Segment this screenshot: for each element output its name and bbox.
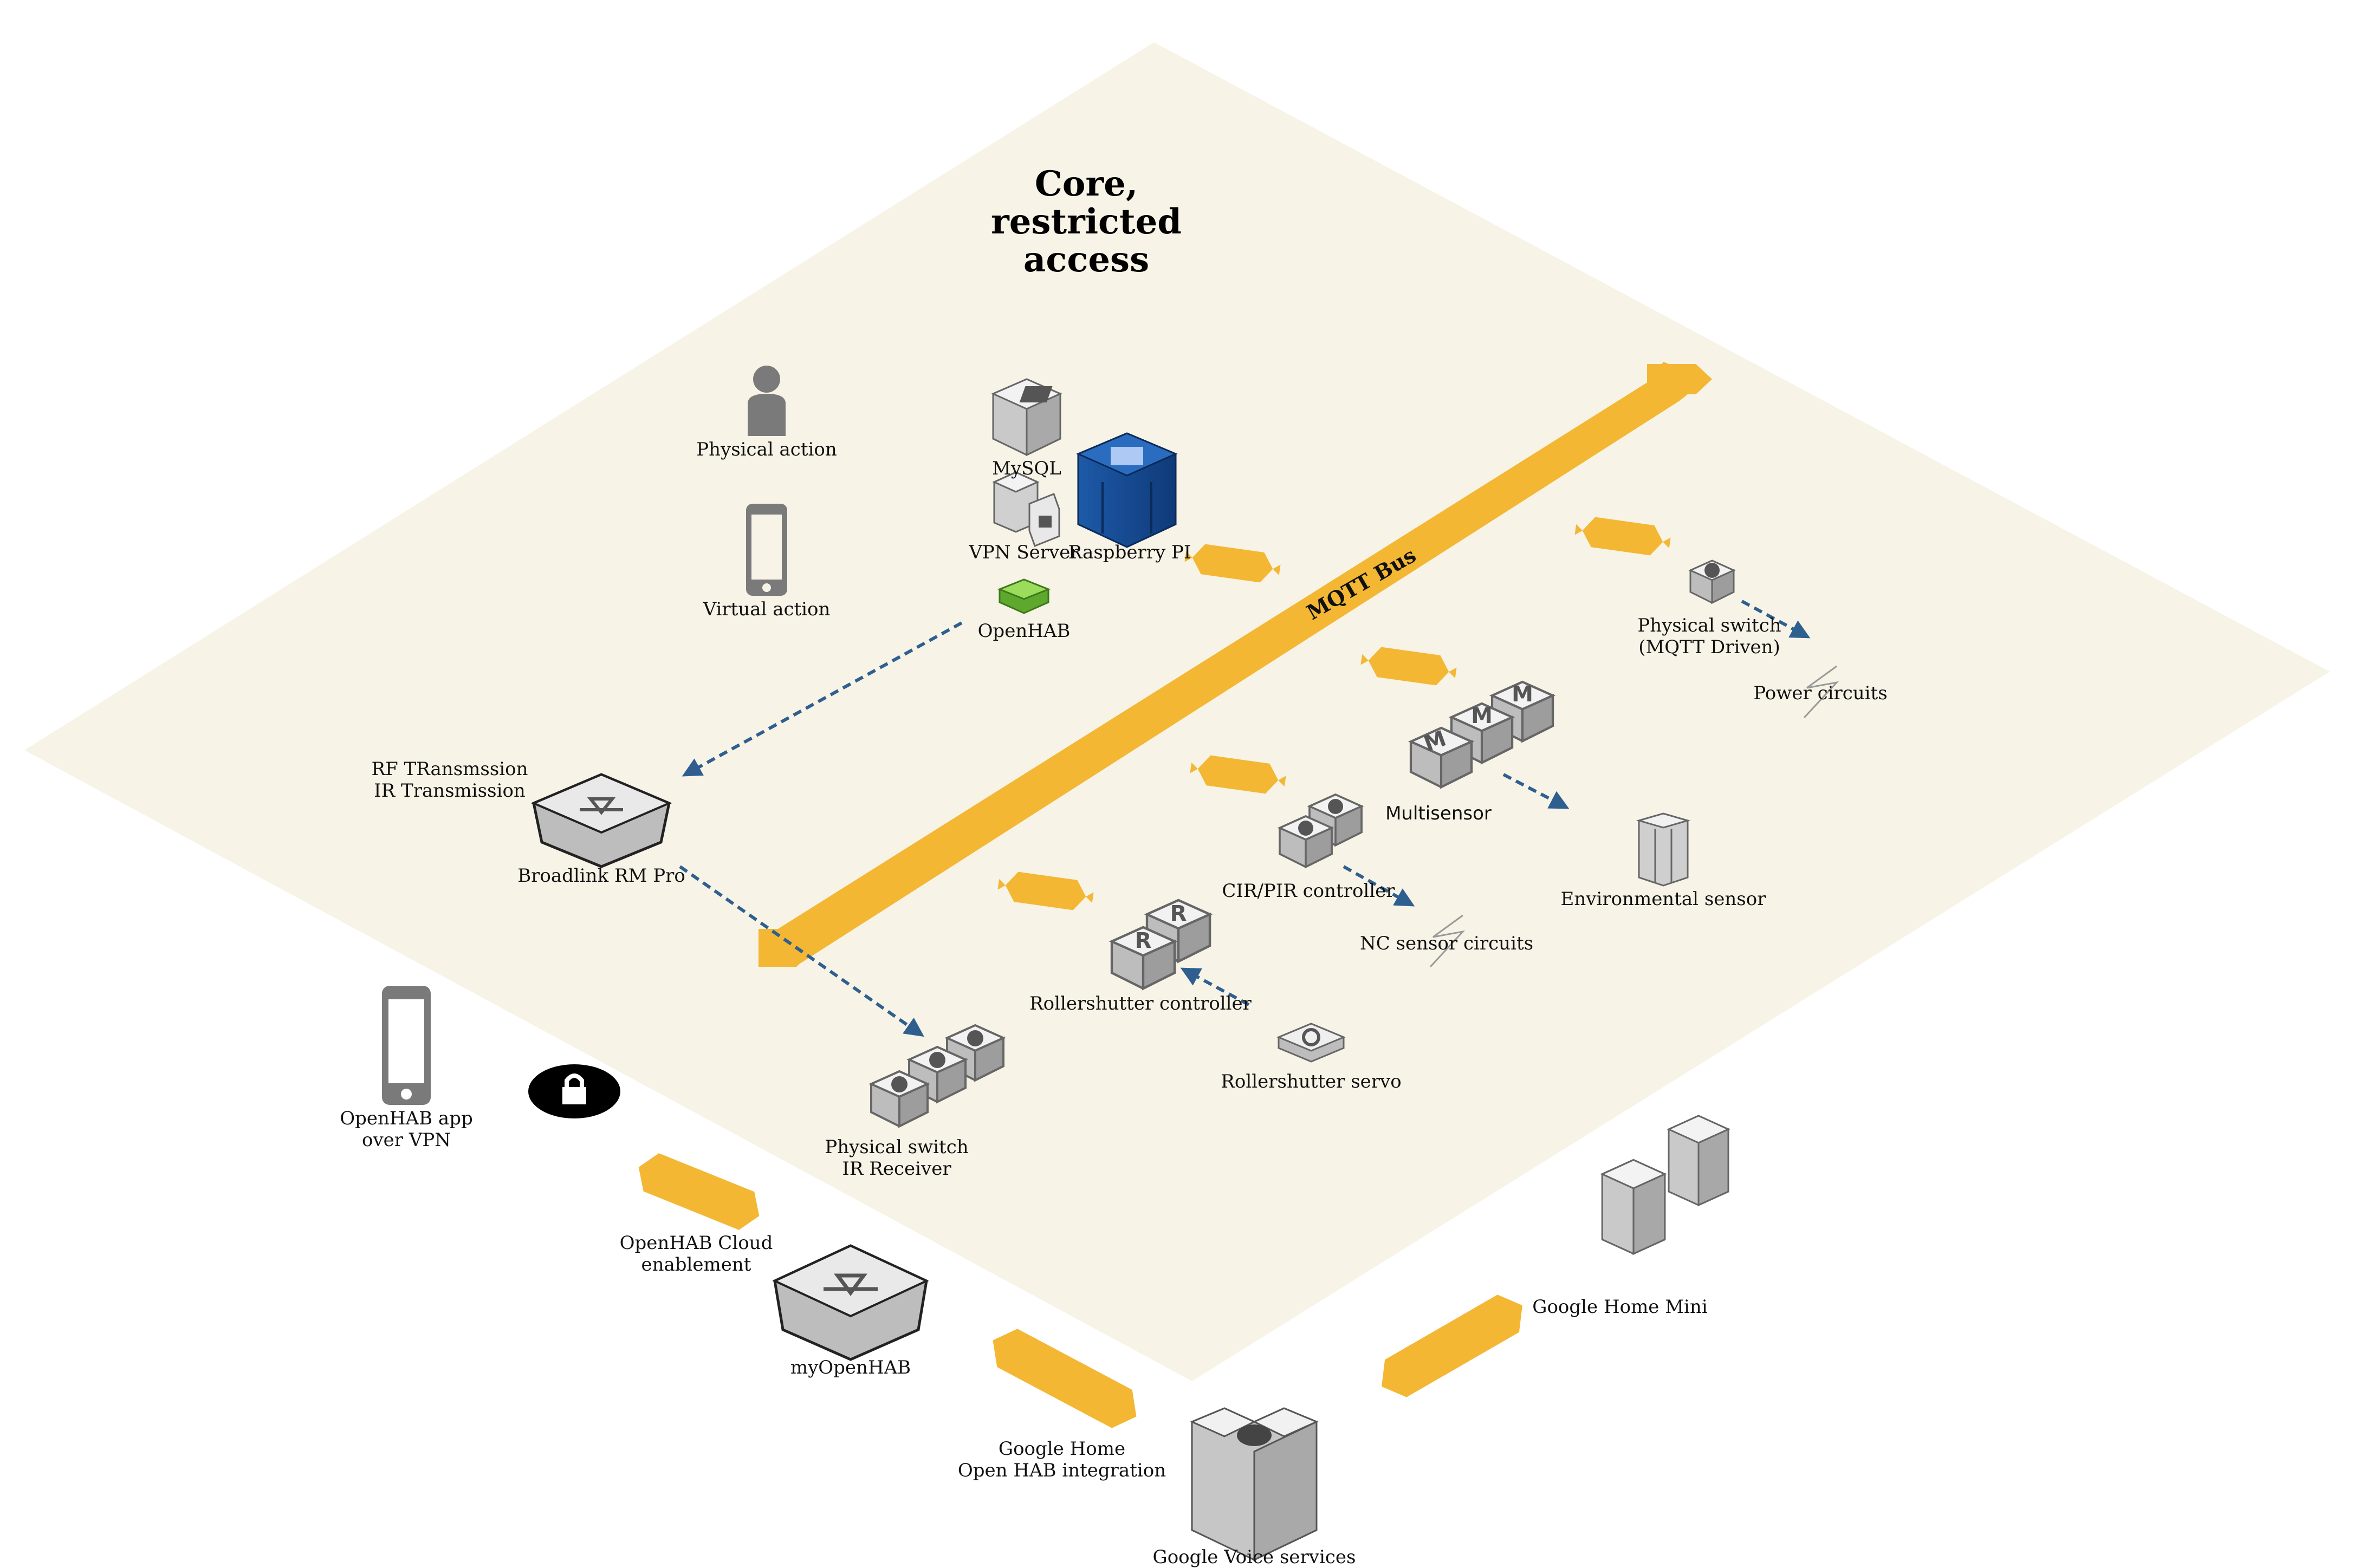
label-openhab: OpenHAB: [977, 620, 1071, 642]
label-openhab-app: OpenHAB app over VPN: [298, 1108, 515, 1151]
zone-title-line2: restricted: [990, 201, 1182, 242]
label-psm-line2: (MQTT Driven): [1638, 636, 1780, 658]
hub-icon-myopenhab: [772, 1244, 929, 1361]
label-broadlink: Broadlink RM Pro: [517, 865, 685, 887]
svg-text:R: R: [1135, 928, 1152, 953]
lock-icon: [528, 1064, 620, 1118]
rollershutter-controller-icon: R R: [1112, 900, 1210, 988]
label-physical-action: Physical action: [696, 439, 837, 460]
rollershutter-servo-icon: [1276, 1023, 1346, 1063]
svg-text:R: R: [1170, 901, 1187, 926]
svg-text:M: M: [1512, 682, 1533, 707]
person-icon: [748, 366, 786, 436]
power-circuit-mark: [1803, 665, 1839, 719]
hub-icon-broadlink: [530, 773, 672, 868]
label-cir-pir: CIR/PIR controller: [1222, 880, 1395, 902]
arrow-multisensor-env: [1502, 773, 1570, 809]
label-rollershutter-servo: Rollershutter servo: [1221, 1071, 1402, 1092]
label-app-line2: over VPN: [361, 1129, 451, 1151]
label-mysql: MySQL: [992, 458, 1061, 479]
phone-icon-virtual: [746, 504, 787, 596]
label-rf-line2: IR Transmission: [374, 780, 526, 802]
label-google-home-mini: Google Home Mini: [1532, 1296, 1708, 1318]
arrow-switch-mqtt-power: [1741, 600, 1811, 639]
switch-icon-mqtt: [1689, 559, 1735, 604]
database-server-icon: [991, 378, 1062, 457]
arrow-cir-nc: [1343, 865, 1415, 907]
label-multisensor: Multisensor: [1385, 803, 1492, 824]
arrow-broadlink-switch-ir: [679, 865, 924, 1037]
label-rf-line1: RF TRansmssion: [371, 758, 528, 780]
label-raspberry-pi: Raspberry PI: [1068, 542, 1191, 563]
cir-pir-controller-icon: [1279, 793, 1363, 868]
connector-gh-integration: [993, 1329, 1137, 1428]
label-rf-transmission: RF TRansmssion IR Transmission: [341, 758, 558, 802]
svg-text:M: M: [1471, 704, 1493, 728]
label-physical-switch-mqtt: Physical switch (MQTT Driven): [1601, 615, 1818, 658]
label-environmental-sensor: Environmental sensor: [1560, 888, 1766, 910]
nc-circuit-mark: [1429, 914, 1466, 968]
label-rollershutter-controller: Rollershutter controller: [1029, 993, 1252, 1014]
vpn-server-icon: [992, 471, 1060, 547]
label-cloud-line2: enablement: [641, 1254, 751, 1276]
arrow-openhab-broadlink: [682, 621, 963, 777]
label-ghi-line1: Google Home: [998, 1438, 1126, 1460]
cloud-service-icon: [1190, 1407, 1319, 1562]
label-vpn-server: VPN Server: [969, 542, 1079, 563]
switch-icon-ir: [870, 1024, 1004, 1128]
label-app-line1: OpenHAB app: [340, 1108, 473, 1129]
label-cloud-line1: OpenHAB Cloud: [619, 1232, 773, 1254]
label-psm-line1: Physical switch: [1637, 615, 1781, 636]
label-openhab-cloud: OpenHAB Cloud enablement: [588, 1232, 805, 1276]
google-home-mini-icon: [1601, 1115, 1729, 1255]
label-gh-integration: Google Home Open HAB integration: [932, 1438, 1192, 1481]
openhab-icon: [997, 578, 1051, 614]
label-physical-switch-ir: Physical switch IR Receiver: [788, 1136, 1005, 1180]
multisensor-icon: M M M: [1411, 682, 1553, 787]
server-rack-icon: [1076, 432, 1178, 548]
environmental-sensor-icon: [1636, 812, 1691, 887]
label-ghi-line2: Open HAB integration: [957, 1460, 1166, 1481]
label-nc-sensor: NC sensor circuits: [1359, 933, 1534, 954]
arrow-servo-rollershutter: [1180, 967, 1250, 1006]
phone-icon-app: [382, 986, 431, 1105]
label-psi-line1: Physical switch: [825, 1136, 969, 1158]
zone-title-line1: Core,: [1034, 164, 1138, 204]
label-power-circuits: Power circuits: [1753, 682, 1888, 704]
label-psi-line2: IR Receiver: [842, 1158, 951, 1180]
label-virtual-action: Virtual action: [703, 598, 831, 620]
connector-cloud: [638, 1153, 760, 1230]
zone-title-line3: access: [1023, 239, 1150, 280]
label-myopenhab: myOpenHAB: [790, 1357, 911, 1378]
label-google-voice: Google Voice services: [1152, 1546, 1356, 1568]
connector-google-home-mini: [1382, 1294, 1522, 1397]
mqtt-bus: [759, 362, 1712, 967]
zone-title: Core, restricted access: [970, 165, 1203, 279]
